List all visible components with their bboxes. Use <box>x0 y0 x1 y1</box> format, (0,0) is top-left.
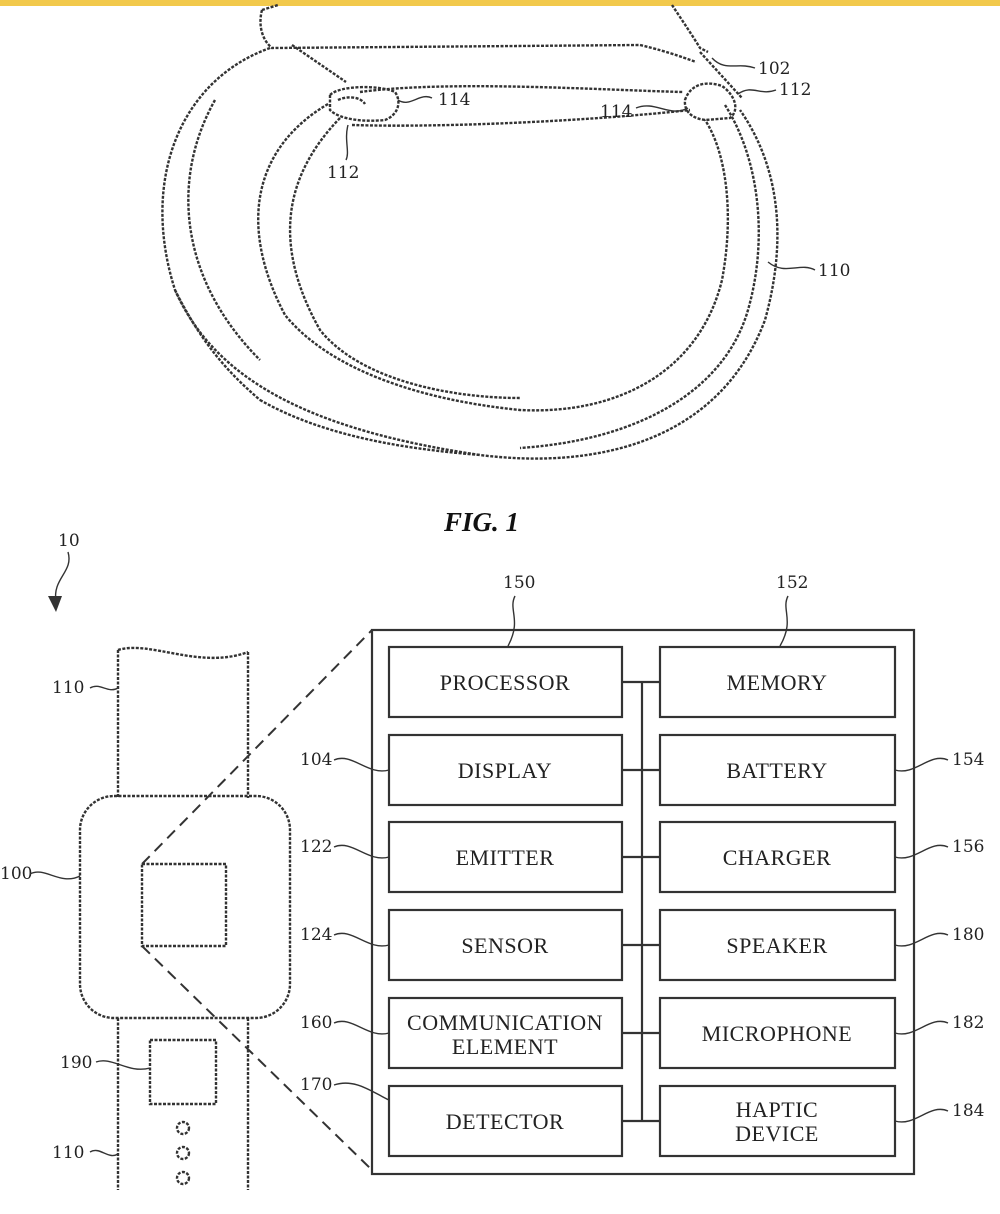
block-haptic-label-line2: DEVICE <box>735 1121 819 1146</box>
block-communication-label-line1: COMMUNICATION <box>407 1010 603 1035</box>
ref-memory: 152 <box>776 573 808 593</box>
ref-device: 100 <box>0 864 32 884</box>
ref-microphone: 182 <box>952 1013 984 1033</box>
ref-charger: 156 <box>952 837 984 857</box>
ref-fig1-pin-right: 112 <box>779 80 811 100</box>
ref-fig1-band: 110 <box>818 261 850 281</box>
block-haptic-label-line1: HAPTIC <box>736 1097 818 1122</box>
block-emitter-label: EMITTER <box>456 845 555 870</box>
zoom-line-top <box>141 629 373 865</box>
block-display-label: DISPLAY <box>458 758 552 783</box>
block-detector-label: DETECTOR <box>446 1109 564 1134</box>
block-communication-element: COMMUNICATION ELEMENT <box>387 996 624 1070</box>
system-arrow <box>54 551 70 603</box>
block-speaker-label: SPEAKER <box>726 933 827 958</box>
ref-battery: 154 <box>952 750 984 770</box>
ref-band-top: 110 <box>52 678 84 698</box>
ref-system: 10 <box>58 531 80 551</box>
ref-communication: 160 <box>300 1013 332 1033</box>
block-communication-label-line2: ELEMENT <box>452 1034 558 1059</box>
ref-fig1-housing: 102 <box>758 59 790 79</box>
block-battery-label: BATTERY <box>726 758 827 783</box>
system-block-container <box>370 628 916 1176</box>
ref-speaker: 180 <box>952 925 984 945</box>
block-sensor-label: SENSOR <box>461 933 548 958</box>
ref-sensor: 124 <box>300 925 332 945</box>
left-lug <box>328 85 400 122</box>
button-window <box>148 1038 218 1106</box>
ref-haptic: 184 <box>952 1101 984 1121</box>
ref-display: 104 <box>300 750 332 770</box>
ref-fig1-pin-left: 112 <box>327 163 359 183</box>
top-accent-bar <box>0 0 1000 6</box>
ref-processor: 150 <box>503 573 535 593</box>
block-charger-label: CHARGER <box>723 845 832 870</box>
ref-emitter: 122 <box>300 837 332 857</box>
block-charger: CHARGER <box>658 820 897 894</box>
system-arrowhead <box>48 596 62 612</box>
ref-detector: 170 <box>300 1075 332 1095</box>
block-processor-label: PROCESSOR <box>440 670 570 695</box>
block-detector: DETECTOR <box>387 1084 624 1158</box>
ref-fig1-lug-left: 114 <box>438 90 470 110</box>
band-hole <box>175 1170 191 1186</box>
right-lug <box>683 82 737 122</box>
watch-housing <box>259 9 697 64</box>
block-speaker: SPEAKER <box>658 908 897 982</box>
block-battery: BATTERY <box>658 733 897 807</box>
watch-front-view <box>78 646 292 1190</box>
display-window <box>140 862 228 948</box>
ref-fig1-lug-right: 114 <box>600 102 632 122</box>
block-memory: MEMORY <box>658 645 897 719</box>
block-microphone-label: MICROPHONE <box>702 1021 852 1046</box>
block-sensor: SENSOR <box>387 908 624 982</box>
figure-caption: FIG. 1 <box>443 507 519 537</box>
ref-button: 190 <box>60 1053 92 1073</box>
block-display: DISPLAY <box>387 733 624 807</box>
block-haptic-device: HAPTIC DEVICE <box>658 1084 897 1158</box>
block-memory-label: MEMORY <box>727 670 828 695</box>
band-hole <box>175 1145 191 1161</box>
watch-body <box>78 794 292 1020</box>
zoom-line-bottom <box>141 945 373 1171</box>
block-microphone: MICROPHONE <box>658 996 897 1070</box>
fig1-watch-illustration <box>161 3 816 460</box>
block-processor: PROCESSOR <box>387 645 624 719</box>
band-hole <box>175 1120 191 1136</box>
ref-band-bottom: 110 <box>52 1143 84 1163</box>
block-emitter: EMITTER <box>387 820 624 894</box>
